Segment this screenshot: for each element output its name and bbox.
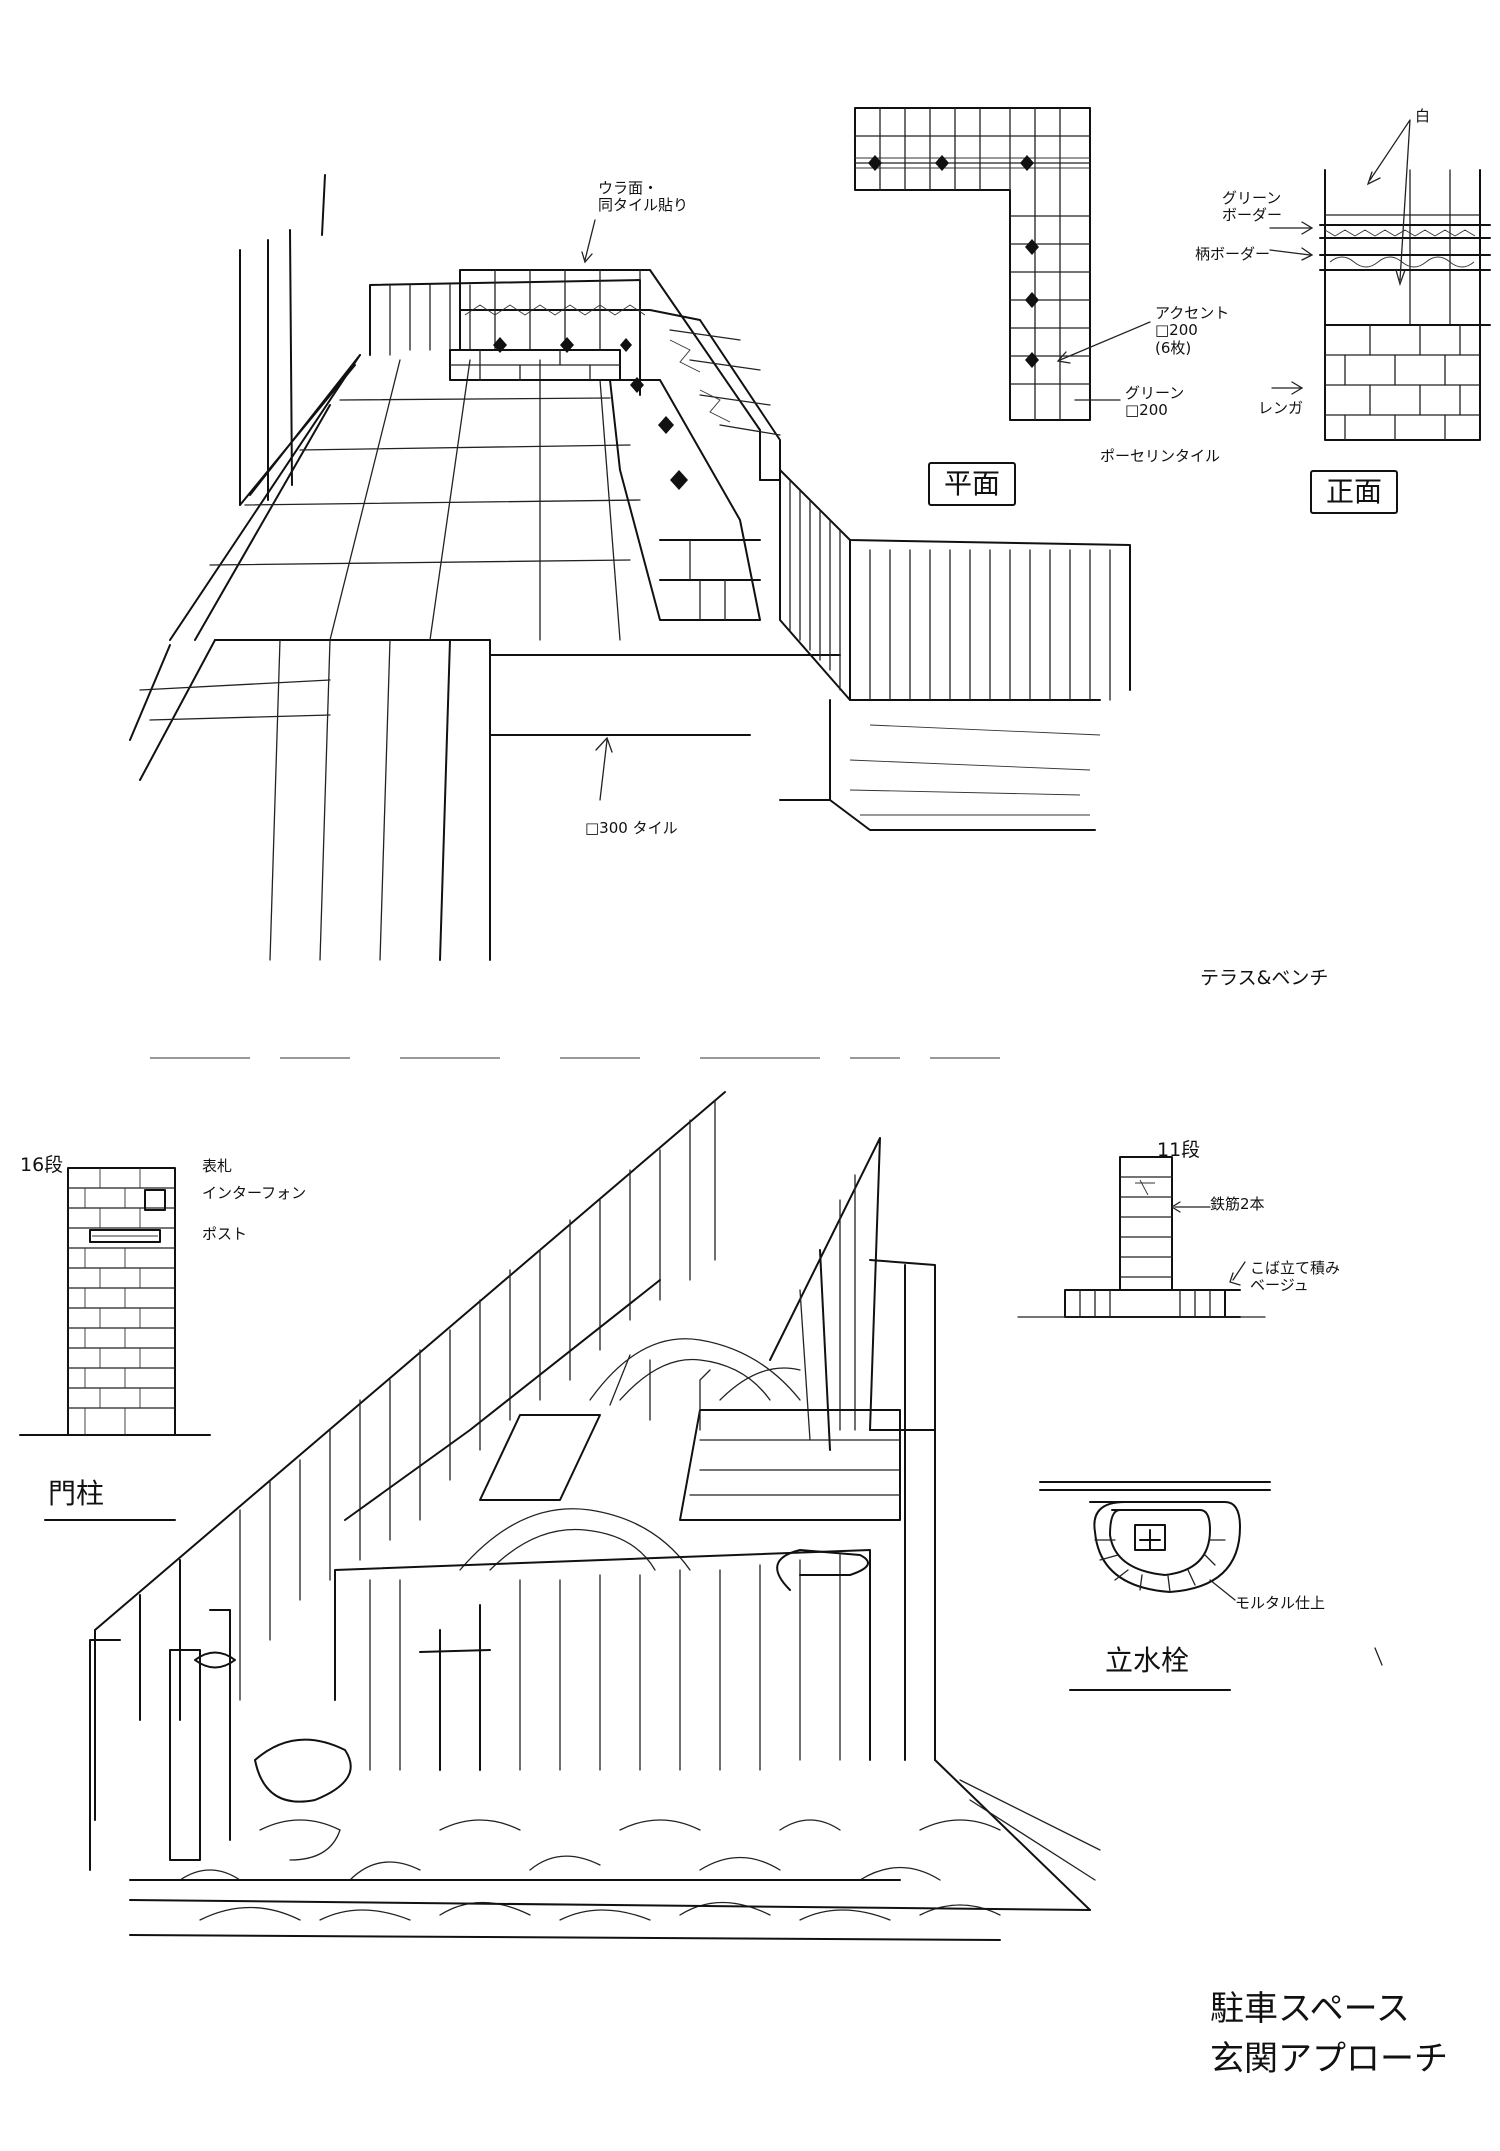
green-tile-label: グリーン □200 — [1125, 384, 1185, 420]
parking-caption: 駐車スペース — [1210, 1989, 1410, 2029]
terrace-front-view-drawing — [1269, 119, 1491, 441]
accent-tile-label: アクセント □200 (6枚) — [1155, 304, 1230, 357]
terrace-plan-view-drawing — [854, 107, 1151, 421]
gate-pillar-courses: 16段 — [20, 1154, 64, 1176]
green-border-label: グリーン ボーダー — [1222, 189, 1283, 225]
pattern-border-label: 柄ボーダー — [1195, 245, 1271, 263]
water-faucet-drawing — [1017, 1156, 1383, 1691]
edge-brick-label: こば立て積み ベージュ — [1250, 1259, 1341, 1295]
mortar-finish-label: モルタル仕上 — [1235, 1594, 1326, 1612]
plan-view-title: 平面 — [928, 462, 1017, 507]
terrace-perspective-drawing — [129, 174, 1131, 961]
faucet-courses: 11段 — [1157, 1139, 1201, 1161]
gate-pillar-drawing — [19, 1167, 211, 1521]
back-face-annotation: ウラ面・ 同タイル貼り — [598, 179, 689, 215]
terrace-caption: テラス&ベンチ — [1200, 967, 1329, 989]
white-label: 白 — [1415, 107, 1431, 125]
tile-size-annotation: □300 タイル — [585, 819, 678, 837]
nameplate-label: 表札 — [202, 1157, 233, 1175]
post-label: ポスト — [202, 1225, 248, 1243]
water-faucet-title: 立水栓 — [1105, 1644, 1190, 1677]
brick-label: レンガ — [1258, 399, 1304, 417]
approach-caption: 玄関アプローチ — [1210, 2039, 1448, 2079]
porcelain-tile-label: ポーセリンタイル — [1100, 447, 1221, 465]
front-view-title: 正面 — [1310, 470, 1399, 515]
gate-pillar-title: 門柱 — [48, 1477, 105, 1510]
approach-perspective-drawing — [89, 1091, 1101, 1941]
intercom-label: インターフォン — [202, 1184, 307, 1202]
rebar-label: 鉄筋2本 — [1210, 1195, 1265, 1213]
